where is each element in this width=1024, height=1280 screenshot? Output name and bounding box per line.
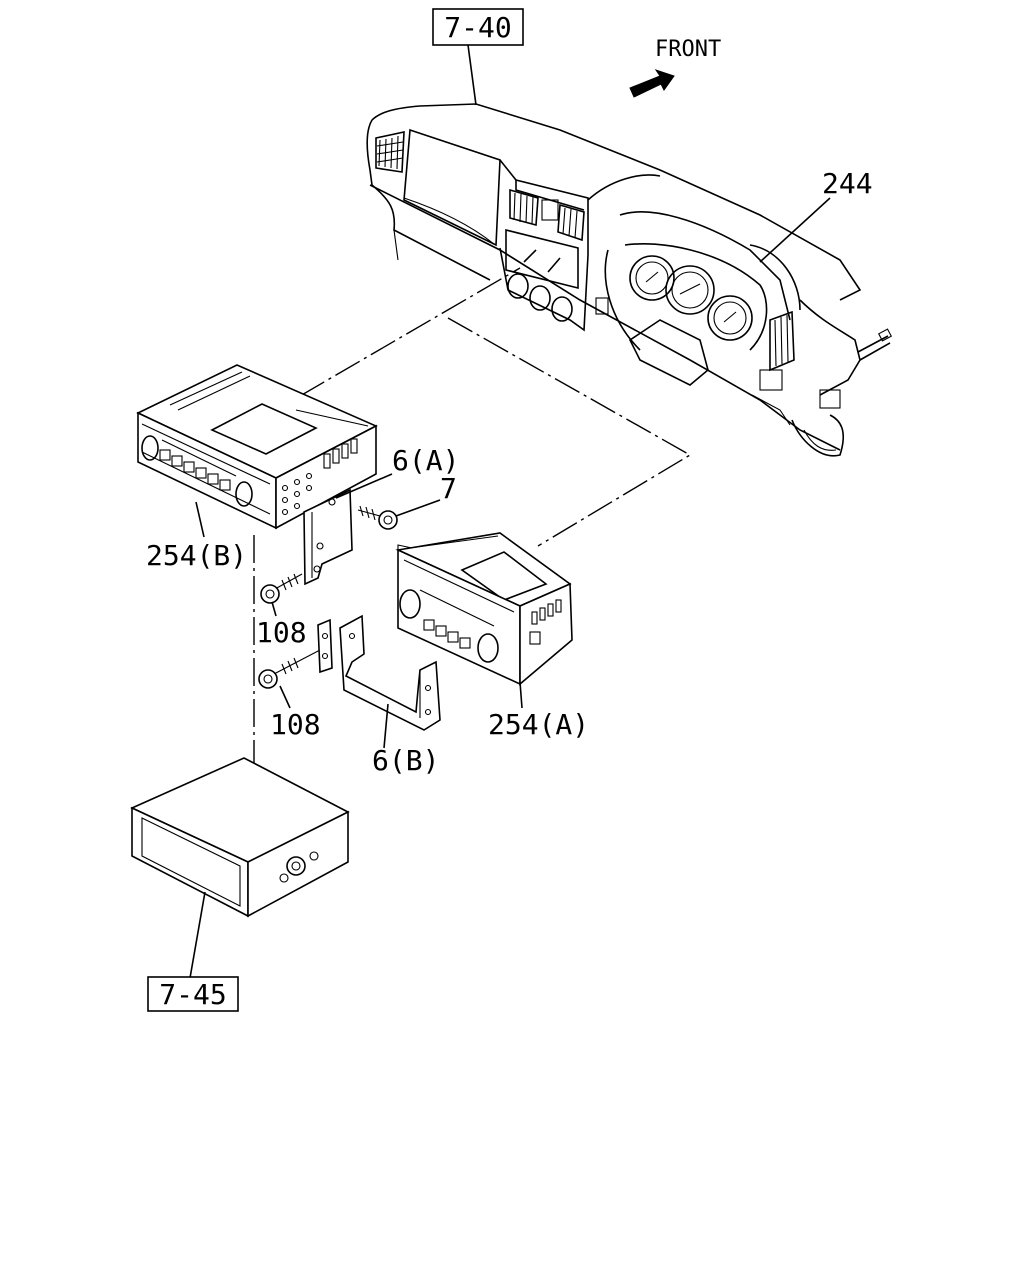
dashboard-ref-box[interactable]: 7-40	[432, 8, 524, 46]
callout-6b: 6(B)	[372, 744, 439, 777]
dashboard-ref-leader	[467, 44, 477, 106]
bracket-6a[interactable]	[303, 488, 353, 586]
callout-244: 244	[822, 167, 873, 200]
callout-108-lower-leader	[279, 685, 291, 709]
radio-unit-a[interactable]	[395, 532, 573, 686]
callout-6a: 6(A)	[392, 444, 459, 477]
radio-unit-b[interactable]	[136, 364, 378, 530]
callout-108-upper-leader	[271, 601, 277, 617]
callout-7: 7	[440, 472, 457, 505]
callout-6b-leader	[383, 703, 389, 749]
callout-6a-leader	[335, 473, 393, 499]
pocket-ref-leader	[189, 891, 206, 979]
screw-7[interactable]	[357, 505, 398, 530]
callout-244-leader	[759, 197, 831, 263]
storage-pocket[interactable]	[130, 757, 350, 918]
pocket-ref-label: 7-45	[159, 978, 226, 1011]
callout-7-leader	[395, 499, 441, 517]
callout-108-lower: 108	[270, 708, 321, 741]
screw-108-lower[interactable]	[258, 649, 321, 689]
callout-254a-leader	[519, 681, 523, 709]
bracket-6b[interactable]	[317, 614, 441, 731]
callout-108-upper: 108	[256, 616, 307, 649]
callout-254b: 254(B)	[146, 539, 247, 572]
callout-254a: 254(A)	[488, 708, 589, 741]
screw-108-upper[interactable]	[260, 573, 303, 604]
front-label: FRONT	[655, 37, 721, 62]
callout-254b-leader	[195, 501, 205, 538]
pocket-ref-box[interactable]: 7-45	[147, 976, 239, 1012]
front-arrow-icon	[629, 69, 675, 98]
dashboard-ref-label: 7-40	[444, 11, 511, 44]
instrument-panel	[366, 103, 893, 457]
